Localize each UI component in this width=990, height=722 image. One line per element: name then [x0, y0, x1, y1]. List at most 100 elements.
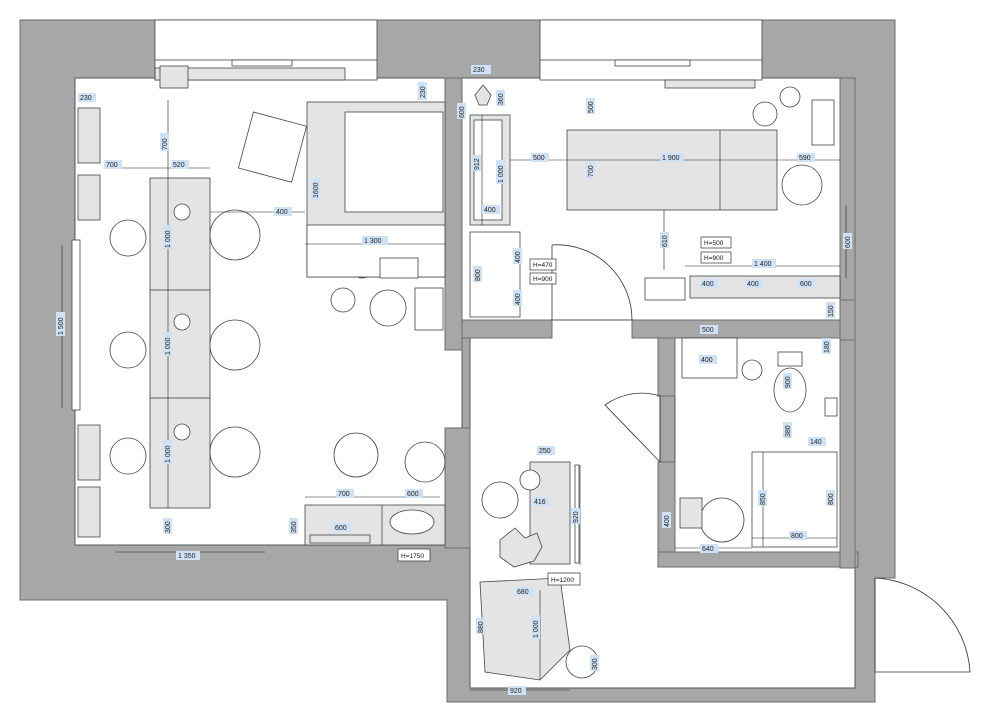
tag-h1200: H=1200: [547, 572, 581, 586]
dim-label-1000a: 1 000: [163, 225, 172, 249]
dim-label-230b: 230: [418, 82, 427, 100]
svg-text:640: 640: [702, 546, 714, 553]
dim-label-1000c: 1 000: [163, 440, 172, 464]
dim-label-640: 640: [700, 544, 718, 553]
dim-label-400h: 400: [662, 512, 671, 528]
svg-text:610: 610: [662, 235, 669, 247]
dim-label-1350: 1 350: [176, 551, 200, 560]
radiators: [77, 65, 756, 538]
dim-label-400e: 400: [700, 279, 718, 288]
svg-text:590: 590: [799, 155, 811, 162]
dim-label-400c: 400: [513, 248, 522, 264]
svg-text:300: 300: [592, 658, 599, 670]
dim-label-520: 520: [171, 160, 189, 169]
dim-label-912: 912: [472, 155, 481, 171]
dim-label-400f: 400: [745, 279, 763, 288]
dim-label-700b: 700: [104, 160, 122, 169]
svg-text:880: 880: [478, 621, 485, 633]
svg-text:1 300: 1 300: [364, 238, 382, 245]
dim-label-800b: 800: [826, 490, 835, 506]
svg-text:400: 400: [515, 293, 522, 305]
svg-text:920: 920: [510, 688, 522, 695]
svg-text:180: 180: [824, 341, 831, 353]
svg-text:416: 416: [534, 499, 546, 506]
dim-label-600d: 600: [843, 233, 852, 249]
svg-text:140: 140: [810, 439, 822, 446]
dim-label-300b: 300: [590, 655, 599, 671]
dim-label-600e: 600: [798, 279, 816, 288]
kitchenette: [304, 504, 446, 546]
svg-text:912: 912: [474, 158, 481, 170]
svg-text:700: 700: [162, 138, 169, 150]
dim-label-1000f: 1 000: [531, 615, 540, 639]
svg-text:400: 400: [664, 515, 671, 527]
svg-text:700: 700: [588, 165, 595, 177]
dim-label-416: 416: [532, 497, 550, 506]
svg-text:H=470: H=470: [533, 262, 553, 269]
svg-text:800: 800: [791, 533, 803, 540]
tag-h900a: H=900: [529, 272, 557, 285]
dim-label-500a: 500: [586, 98, 595, 114]
tag-h1750: H=1750: [397, 548, 431, 562]
dim-label-500b: 500: [531, 153, 549, 162]
dim-label-920a: 920: [571, 508, 580, 524]
svg-text:1 500: 1 500: [58, 317, 65, 335]
dim-label-350: 350: [289, 518, 298, 534]
svg-text:1 400: 1 400: [754, 261, 772, 268]
svg-text:400: 400: [747, 281, 759, 288]
svg-text:360: 360: [498, 93, 505, 105]
svg-text:300: 300: [165, 521, 172, 533]
dim-label-1000b: 1 000: [163, 332, 172, 356]
svg-text:250: 250: [539, 448, 551, 455]
svg-text:230: 230: [420, 86, 427, 98]
dim-label-250: 250: [537, 446, 555, 455]
svg-text:500: 500: [588, 101, 595, 113]
svg-text:1 000: 1 000: [533, 620, 540, 638]
sofa-meeting: [566, 129, 778, 211]
svg-text:230: 230: [473, 67, 485, 74]
svg-text:800: 800: [475, 269, 482, 281]
dim-label-920b: 920: [508, 686, 526, 695]
svg-text:380: 380: [785, 425, 792, 437]
desk-workstations: [149, 177, 211, 509]
dim-label-700a: 700: [160, 133, 169, 151]
svg-text:520: 520: [173, 162, 185, 169]
dim-label-400g: 400: [699, 355, 717, 364]
dim-label-680: 680: [515, 587, 533, 596]
window-west: [71, 239, 81, 411]
svg-text:H=500: H=500: [704, 240, 724, 247]
dim-label-600c: 600: [457, 103, 466, 119]
dim-label-380: 380: [783, 422, 792, 438]
toilet: [773, 367, 807, 413]
dim-label-1300: 1 300: [362, 236, 388, 245]
svg-text:400: 400: [702, 281, 714, 288]
svg-text:850: 850: [760, 493, 767, 505]
dim-label-600a: 600: [405, 489, 423, 498]
svg-text:1 000: 1 000: [165, 230, 172, 248]
dim-label-1500: 1 500: [56, 312, 65, 336]
dim-label-500c: 500: [700, 325, 718, 334]
dim-label-700c: 700: [336, 489, 354, 498]
svg-text:350: 350: [291, 521, 298, 533]
svg-text:900: 900: [785, 376, 792, 388]
dim-label-900: 900: [783, 373, 792, 389]
svg-text:600: 600: [459, 106, 466, 118]
chairs-left: [109, 209, 446, 483]
svg-text:H=900: H=900: [704, 255, 724, 262]
svg-text:1 000: 1 000: [165, 445, 172, 463]
svg-text:700: 700: [338, 491, 350, 498]
dimension-labels: 230 230 230 700 700 520 400 1600 1 300 1…: [56, 65, 852, 695]
svg-text:600: 600: [800, 281, 812, 288]
svg-text:1 900: 1 900: [662, 155, 680, 162]
svg-text:400: 400: [515, 251, 522, 263]
dim-label-400a: 400: [274, 207, 292, 216]
dim-label-1400: 1 400: [752, 259, 776, 268]
svg-text:800: 800: [828, 493, 835, 505]
dim-label-150: 150: [826, 302, 835, 318]
dim-label-610: 610: [660, 232, 669, 248]
svg-text:400: 400: [484, 207, 496, 214]
dim-label-1900: 1 900: [660, 153, 684, 162]
dim-label-400d: 400: [513, 290, 522, 306]
dim-label-850: 850: [758, 490, 767, 506]
dim-label-360: 360: [496, 90, 505, 106]
